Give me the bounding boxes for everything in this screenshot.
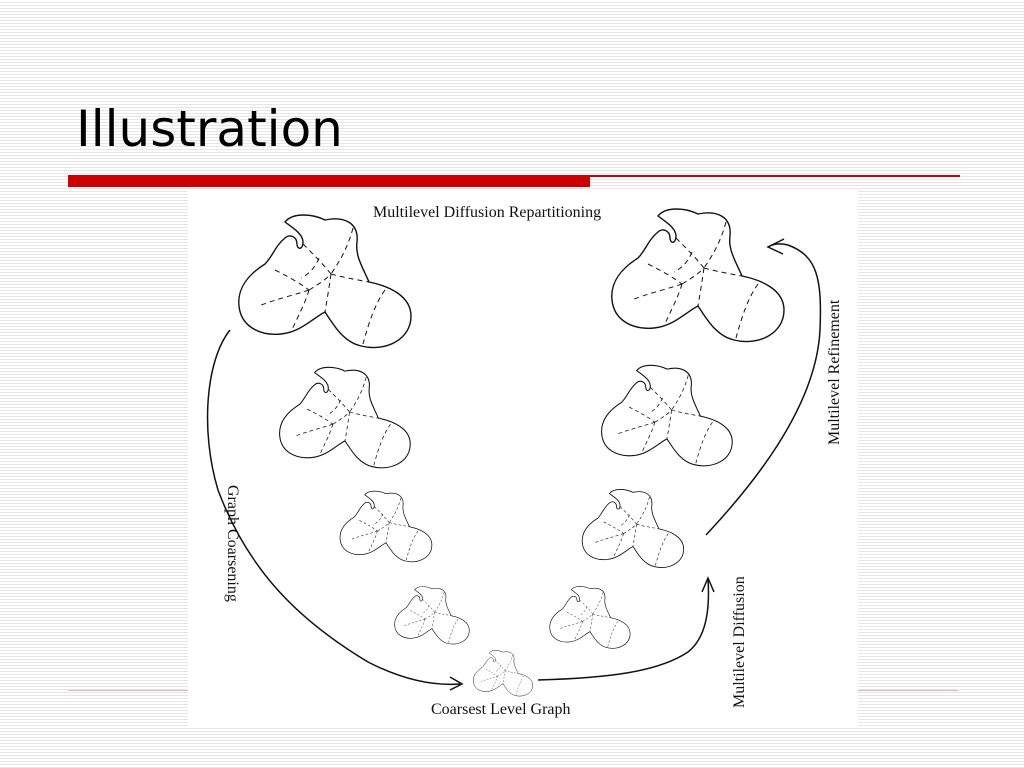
graph-level-2-left [279, 366, 411, 469]
arrow-graph-coarsening [206, 329, 461, 686]
label-top: Multilevel Diffusion Repartitioning [373, 204, 601, 221]
graph-level-2-right [601, 364, 733, 467]
label-coarsest-level-graph: Coarsest Level Graph [431, 701, 571, 718]
diagram-figure: Multilevel Diffusion Repartitioning Grap… [188, 190, 858, 726]
label-multilevel-diffusion: Multilevel Diffusion [731, 576, 748, 708]
graph-level-3-left [339, 490, 433, 563]
graph-level-4-left [394, 586, 470, 645]
label-graph-coarsening: Graph Coarsening [224, 485, 241, 602]
footer-line-right [858, 690, 958, 691]
footer-line-left [68, 690, 188, 691]
arrowhead-refinement [766, 238, 785, 255]
label-multilevel-refinement: Multilevel Refinement [826, 299, 843, 445]
arrow-multilevel-refinement [705, 243, 822, 536]
arrowhead-coarsest [449, 676, 464, 691]
graph-level-1-left [238, 214, 412, 349]
graph-level-4-right [549, 586, 631, 649]
arrow-multilevel-diffusion [537, 579, 710, 681]
graph-coarsest [473, 650, 533, 697]
title-underline-thick [68, 175, 590, 187]
graph-level-1-right [611, 208, 785, 343]
title-underline-thin [590, 175, 960, 177]
graph-level-3-right [581, 489, 685, 568]
arrowhead-diffusion [701, 576, 715, 593]
diagram-canvas: Multilevel Diffusion Repartitioning Grap… [206, 204, 843, 718]
slide-title: Illustration [76, 100, 343, 158]
